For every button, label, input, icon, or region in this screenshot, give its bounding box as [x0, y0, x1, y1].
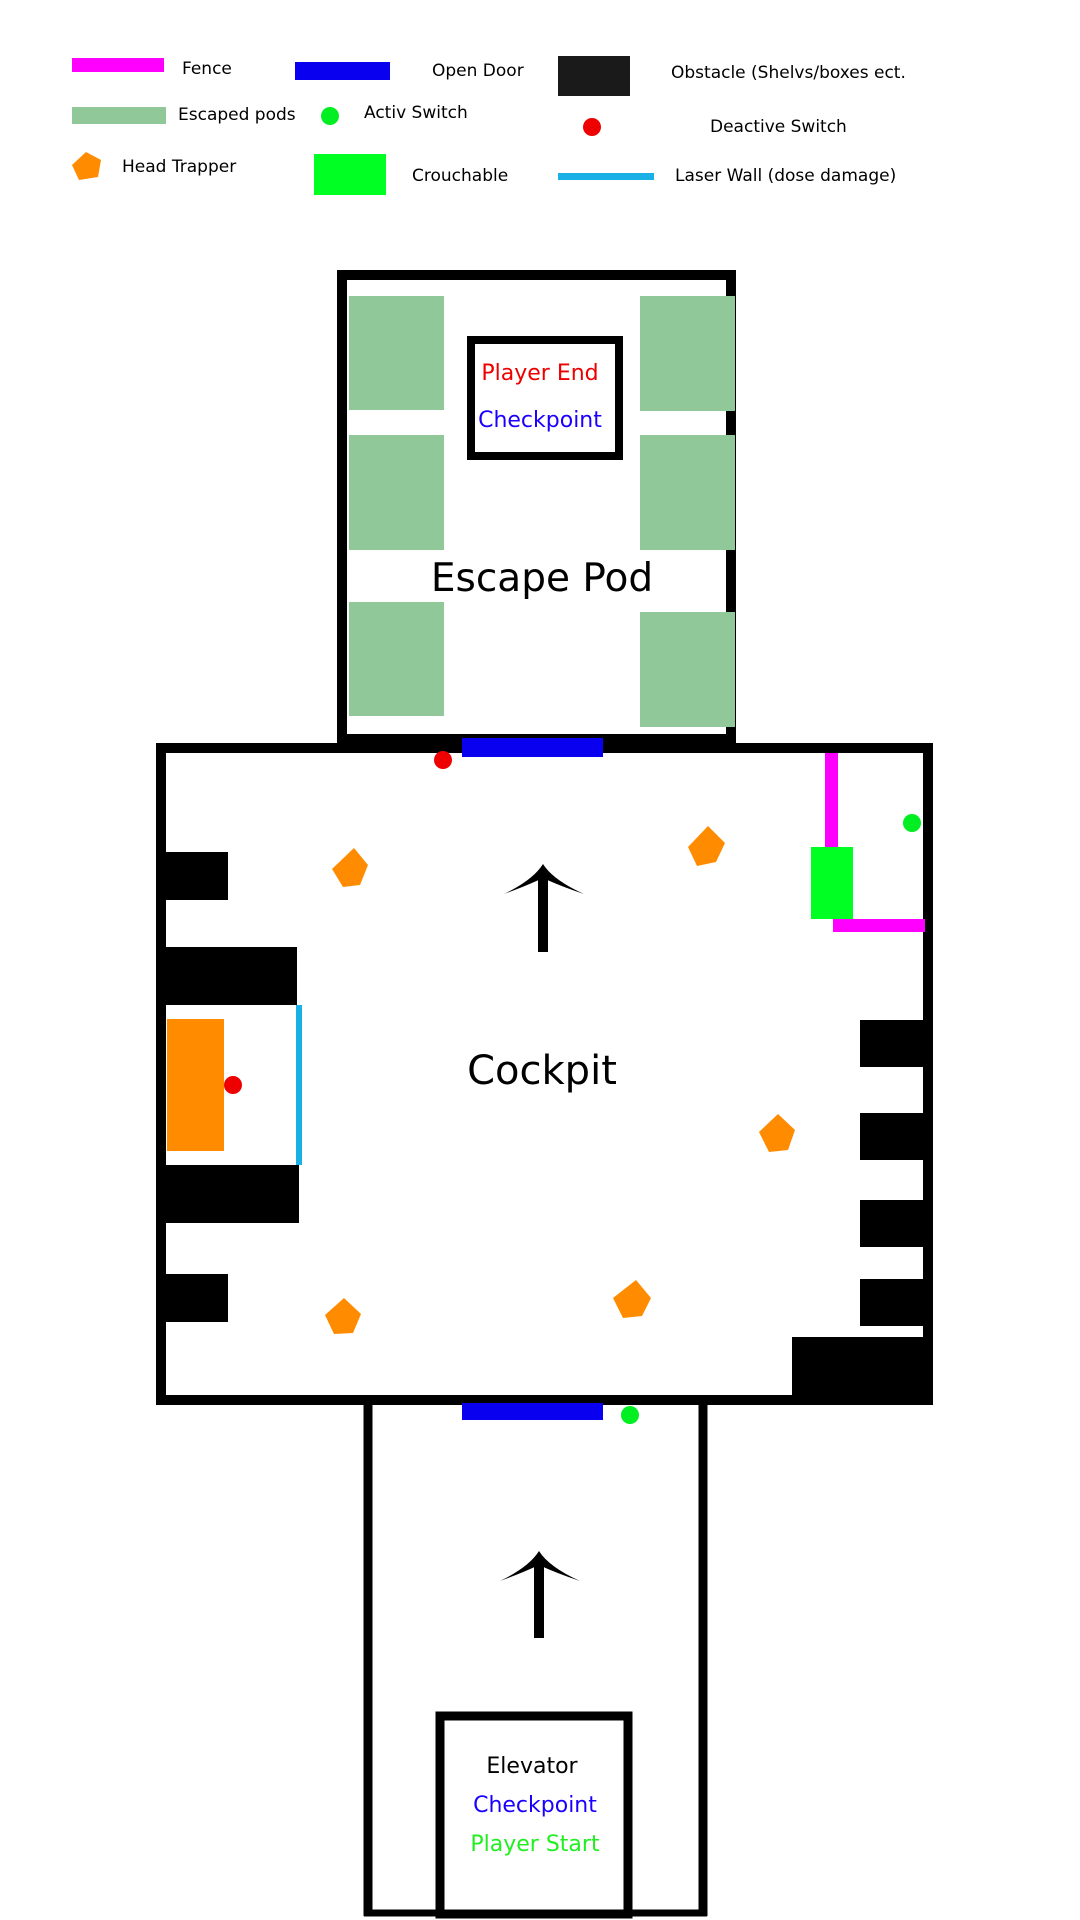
activ-switch — [903, 814, 921, 832]
open-door — [462, 738, 603, 757]
elevator-checkpoint-label: Checkpoint — [473, 1793, 597, 1818]
player-start-label: Player Start — [470, 1832, 600, 1857]
up-arrow-head-icon — [504, 864, 584, 894]
legend-crouchable-swatch — [314, 154, 386, 195]
head-trapper — [759, 1114, 795, 1152]
cockpit-title: Cockpit — [467, 1048, 617, 1094]
crouchable-area — [811, 847, 853, 919]
corridor: Elevator Checkpoint Player Start — [363, 1400, 708, 1919]
obstacle — [860, 1200, 924, 1247]
legend-fence-label: Fence — [182, 59, 232, 79]
legend-crouchable-label: Crouchable — [412, 166, 508, 186]
obstacle — [860, 1020, 924, 1067]
obstacle — [860, 1279, 924, 1326]
obstacle — [166, 852, 228, 900]
head-trapper-zone — [167, 1019, 224, 1151]
escaped-pod — [640, 435, 735, 550]
legend-head-trapper-swatch — [72, 152, 101, 180]
head-trapper — [332, 848, 368, 887]
escaped-pod — [640, 612, 735, 727]
legend-obstacle-label: Obstacle (Shelvs/boxes ect. — [671, 63, 906, 83]
obstacle — [166, 1165, 299, 1223]
legend-laser-wall-label: Laser Wall (dose damage) — [675, 166, 896, 186]
escaped-pod — [349, 602, 444, 716]
activ-switch — [621, 1406, 639, 1424]
obstacle — [166, 947, 297, 1005]
legend-deactive-switch-label: Deactive Switch — [710, 117, 847, 137]
elevator-box — [435, 1711, 633, 1919]
deactive-switch — [434, 751, 452, 769]
obstacle — [860, 1113, 924, 1160]
elevator-title: Elevator — [486, 1754, 578, 1779]
player-end-box — [467, 336, 623, 460]
obstacle — [166, 1274, 228, 1322]
legend-escaped-pods-label: Escaped pods — [178, 105, 296, 125]
up-arrow-head-icon — [500, 1551, 580, 1581]
legend-open-door-swatch — [295, 62, 390, 80]
legend-fence-swatch — [72, 58, 164, 72]
deactive-switch — [224, 1076, 242, 1094]
player-end-label: Player End — [481, 361, 598, 386]
fence — [825, 753, 838, 849]
open-door — [462, 1403, 603, 1420]
legend-obstacle-swatch — [558, 56, 630, 96]
laser-wall — [296, 1005, 302, 1165]
legend-head-trapper-label: Head Trapper — [122, 157, 236, 177]
legend-activ-switch-swatch — [321, 107, 339, 125]
fence — [833, 919, 925, 932]
escape-checkpoint-label: Checkpoint — [478, 408, 602, 433]
head-trapper — [325, 1298, 361, 1334]
legend-laser-wall-swatch — [558, 173, 654, 180]
escaped-pod — [349, 435, 444, 550]
escaped-pod — [640, 296, 735, 411]
legend-open-door-label: Open Door — [432, 61, 524, 81]
cockpit-room: Cockpit — [156, 738, 933, 1424]
head-trapper — [688, 826, 725, 866]
legend-activ-switch-label: Activ Switch — [364, 103, 468, 123]
escape-pod-room: Player End Checkpoint Escape Pod — [337, 270, 736, 744]
escaped-pod — [349, 296, 444, 410]
legend-escaped-pods-swatch — [72, 107, 166, 124]
legend: Fence Open Door Obstacle (Shelvs/boxes e… — [72, 56, 906, 195]
obstacle — [792, 1337, 924, 1395]
head-trapper — [613, 1280, 651, 1318]
escape-pod-title: Escape Pod — [431, 556, 653, 601]
legend-deactive-switch-swatch — [583, 118, 601, 136]
